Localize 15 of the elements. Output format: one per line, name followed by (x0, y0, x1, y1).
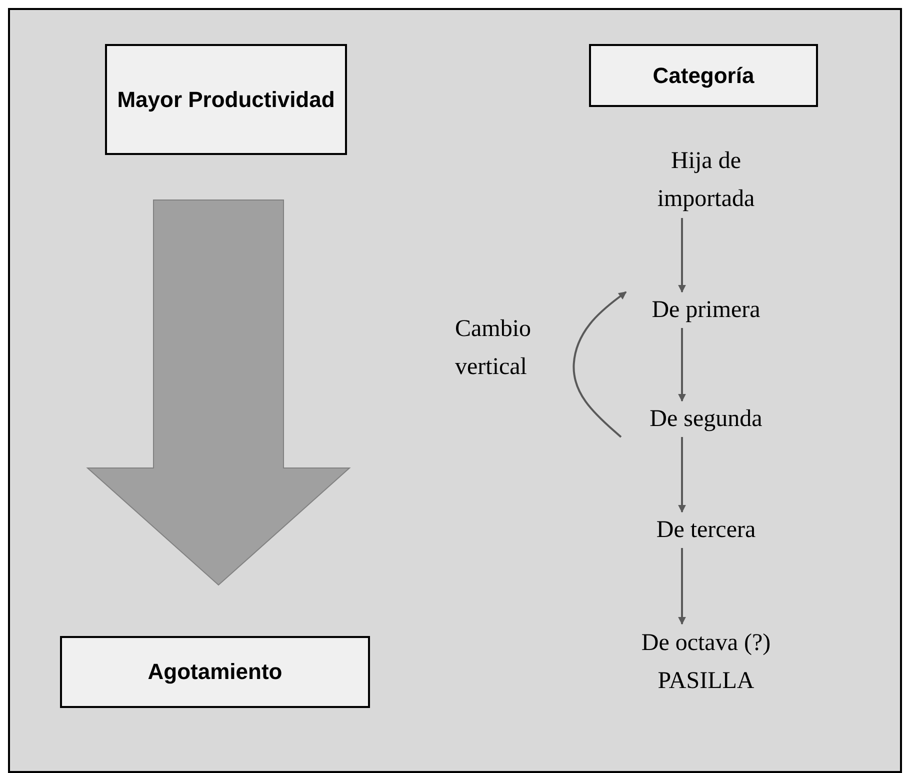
category-label: De tercera (656, 516, 756, 545)
label-box: Agotamiento (60, 636, 370, 708)
label-box: Mayor Productividad (105, 44, 347, 155)
curved-arrow (572, 291, 627, 438)
category-label: Hija de importada (656, 147, 756, 214)
arrow (678, 437, 686, 513)
block-arrow (86, 200, 351, 586)
arrow (678, 548, 686, 625)
category-label: De octava (?) PASILLA (640, 629, 772, 696)
label-box: Categoría (589, 44, 818, 107)
edge-label: Cambio vertical (455, 315, 532, 382)
arrow (678, 218, 686, 293)
category-label: De primera (652, 296, 760, 325)
category-label: De segunda (650, 405, 762, 434)
arrow (678, 328, 686, 402)
